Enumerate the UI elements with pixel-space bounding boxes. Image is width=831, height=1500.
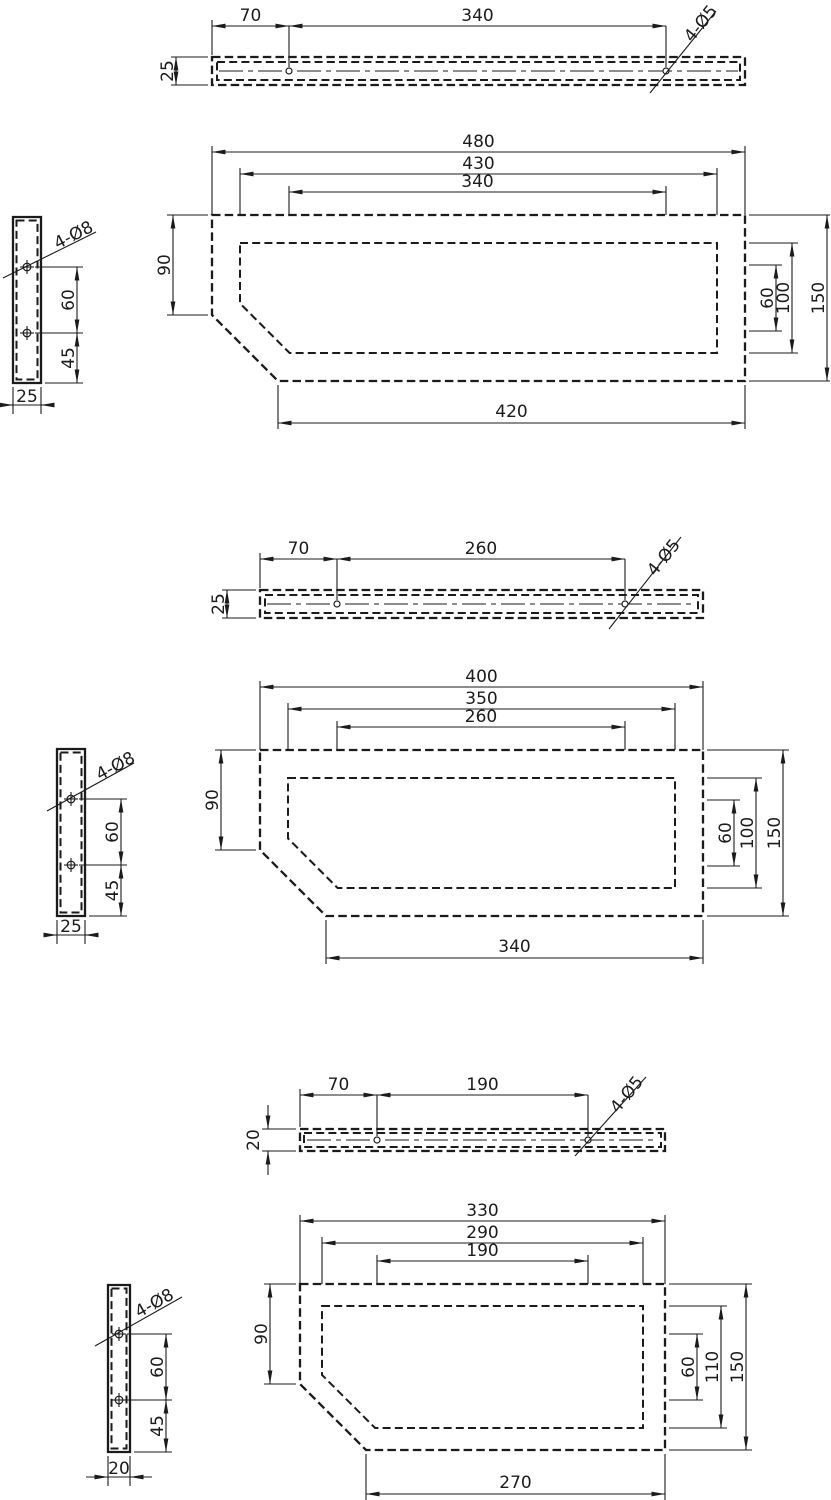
dim-label-bar-hole-offset: 70 bbox=[240, 6, 262, 26]
dim-label-plate-width: 25 bbox=[16, 387, 38, 407]
leader-line bbox=[2, 231, 97, 279]
dim-label-front-hole-span: 260 bbox=[465, 707, 497, 727]
callout-label-bar-holes: 4-Ø5 bbox=[643, 536, 684, 581]
dim-label-outer-width: 480 bbox=[462, 132, 494, 152]
dim-label-inner-height: 100 bbox=[774, 282, 794, 314]
front-inner-outline bbox=[239, 242, 718, 354]
dim-label-plate-edge-offset: 45 bbox=[148, 1415, 168, 1437]
end-plate-side-view: 60 45 25 4-Ø8 bbox=[43, 747, 139, 944]
callout-label-plate-holes: 4-Ø8 bbox=[132, 1285, 178, 1322]
dim-label-bar-hole-span: 260 bbox=[465, 539, 497, 559]
dim-label-chamfer-height: 90 bbox=[252, 1323, 272, 1345]
leader-line bbox=[649, 10, 717, 94]
dim-label-plate-hole-span: 60 bbox=[59, 289, 79, 311]
bar-hole bbox=[584, 1136, 592, 1144]
dim-label-bar-height: 20 bbox=[244, 1129, 264, 1151]
dim-label-mid-width: 350 bbox=[465, 689, 497, 709]
dim-label-bar-hole-span: 340 bbox=[461, 6, 493, 26]
dim-label-bar-hole-span: 190 bbox=[466, 1075, 498, 1095]
dim-label-bar-hole-offset: 70 bbox=[328, 1075, 350, 1095]
front-outer-outline bbox=[210, 213, 747, 383]
plate-outer-outline bbox=[55, 747, 87, 918]
dim-label-bottom-width: 270 bbox=[499, 1473, 531, 1493]
dim-label-overall-height: 150 bbox=[765, 817, 785, 849]
dim-label-plate-width: 20 bbox=[108, 1459, 130, 1479]
plate-inner-outline bbox=[59, 751, 83, 914]
front-inner-outline bbox=[321, 1305, 644, 1429]
front-outer-outline bbox=[258, 748, 705, 918]
dim-label-outer-width: 330 bbox=[466, 1201, 498, 1221]
dim-label-inner-height: 100 bbox=[738, 817, 758, 849]
leader-line bbox=[574, 1076, 647, 1157]
dim-label-side-hole-span: 60 bbox=[758, 287, 778, 309]
bar-top-view: 70 340 25 4-Ø5 bbox=[158, 2, 747, 94]
dim-label-bottom-width: 420 bbox=[495, 402, 527, 422]
dim-label-mid-width: 430 bbox=[462, 154, 494, 174]
bar-hole bbox=[285, 67, 293, 75]
plate-outer-outline bbox=[106, 1283, 132, 1454]
leader-line bbox=[46, 762, 135, 812]
dim-label-bar-height: 25 bbox=[209, 593, 229, 615]
end-plate-side-view: 60 45 20 4-Ø8 bbox=[86, 1283, 183, 1486]
callout-label-bar-holes: 4-Ø5 bbox=[680, 2, 721, 47]
dim-label-side-hole-span: 60 bbox=[679, 1356, 699, 1378]
leader-line bbox=[608, 536, 682, 630]
dim-label-overall-height: 150 bbox=[728, 1351, 748, 1383]
dim-label-overall-height: 150 bbox=[809, 282, 829, 314]
dim-label-bottom-width: 340 bbox=[498, 937, 530, 957]
dim-label-bar-height: 25 bbox=[158, 60, 178, 82]
dim-label-plate-edge-offset: 45 bbox=[59, 347, 79, 369]
dim-label-plate-width: 25 bbox=[60, 917, 82, 937]
front-outer-outline bbox=[298, 1282, 667, 1452]
bar-hole bbox=[662, 67, 670, 75]
callout-label-plate-holes: 4-Ø8 bbox=[51, 217, 97, 254]
plate-inner-outline bbox=[15, 219, 39, 381]
bar-outer-outline bbox=[258, 588, 705, 620]
end-plate-side-view: 60 45 25 4-Ø8 bbox=[0, 215, 97, 414]
bar-hole bbox=[373, 1136, 381, 1144]
dim-label-inner-height: 110 bbox=[703, 1351, 723, 1383]
bar-top-view: 70 260 25 4-Ø5 bbox=[209, 536, 705, 630]
dim-label-plate-edge-offset: 45 bbox=[103, 880, 123, 902]
callout-label-plate-holes: 4-Ø8 bbox=[93, 748, 139, 785]
bar-hole bbox=[333, 600, 341, 608]
callout-label-bar-holes: 4-Ø5 bbox=[606, 1073, 647, 1118]
front-inner-outline bbox=[287, 777, 676, 889]
bar-outer-outline bbox=[298, 1127, 667, 1153]
bar-inner-outline bbox=[303, 1132, 662, 1148]
bar-top-view: 70 190 20 4-Ø5 bbox=[244, 1073, 667, 1175]
plate-inner-outline bbox=[110, 1287, 128, 1450]
dim-label-plate-hole-span: 60 bbox=[148, 1356, 168, 1378]
dim-label-side-hole-span: 60 bbox=[716, 822, 736, 844]
leader-line bbox=[94, 1296, 183, 1347]
dim-label-chamfer-height: 90 bbox=[155, 254, 175, 276]
dim-label-plate-hole-span: 60 bbox=[103, 821, 123, 843]
bar-inner-outline bbox=[216, 61, 741, 81]
plate-outer-outline bbox=[11, 215, 43, 385]
dim-label-chamfer-height: 90 bbox=[203, 789, 223, 811]
dim-label-bar-hole-offset: 70 bbox=[288, 539, 310, 559]
dim-label-front-hole-span: 190 bbox=[466, 1241, 498, 1261]
dim-label-mid-width: 290 bbox=[466, 1223, 498, 1243]
dim-label-outer-width: 400 bbox=[465, 667, 497, 687]
dim-label-front-hole-span: 340 bbox=[461, 172, 493, 192]
bar-outer-outline bbox=[210, 55, 747, 87]
